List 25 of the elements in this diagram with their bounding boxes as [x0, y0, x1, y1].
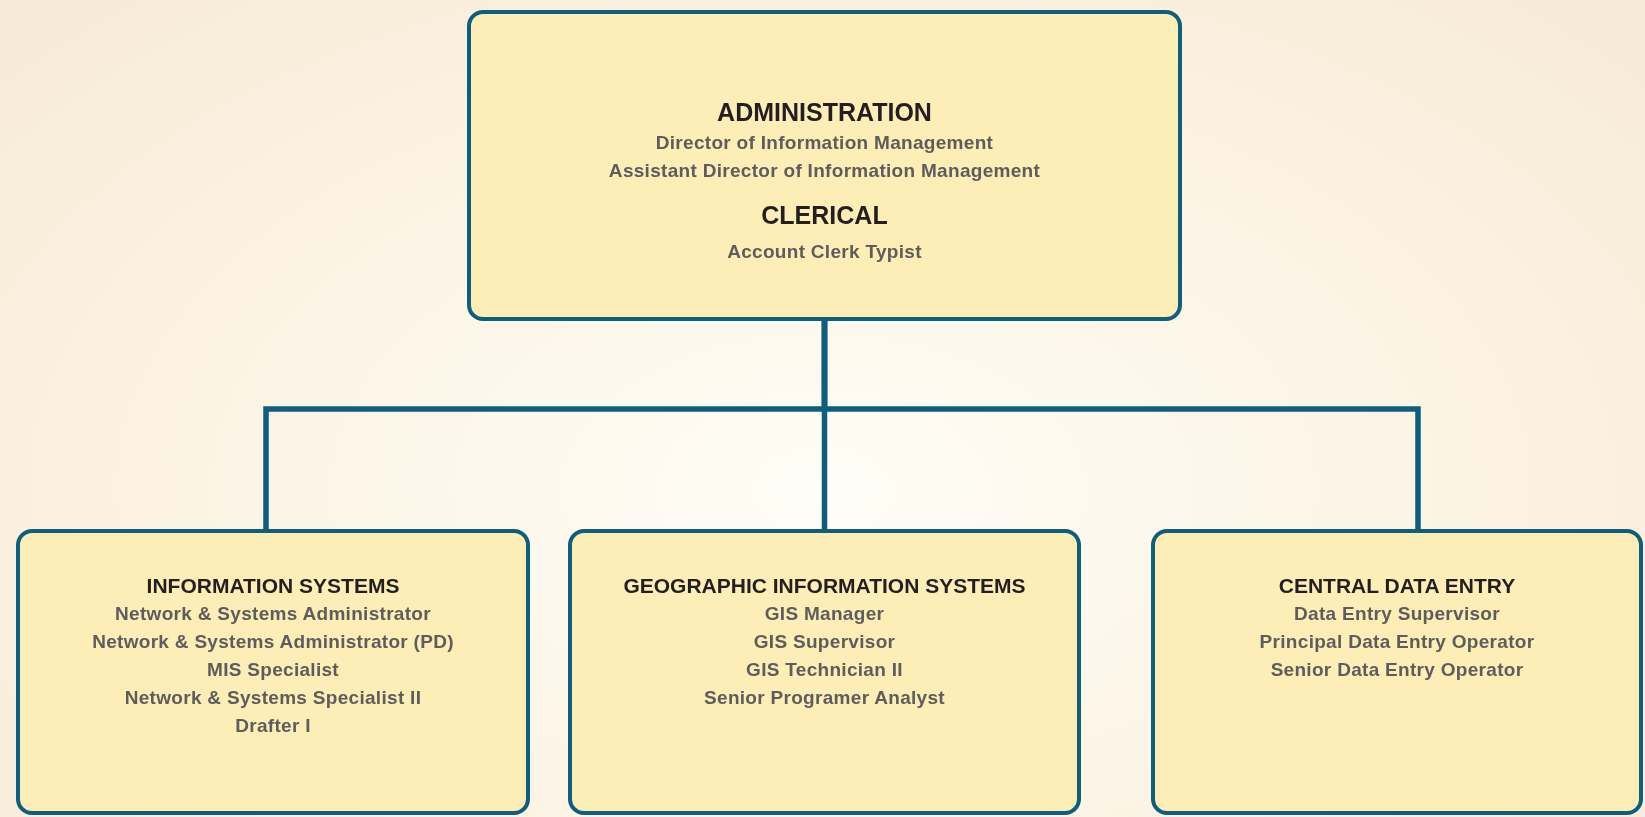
- department-heading: CLERICAL: [761, 200, 888, 231]
- department-box: [16, 529, 530, 815]
- job-title: Network & Systems Specialist II: [124, 686, 422, 710]
- connector-line: [821, 321, 1421, 529]
- department-box: [467, 10, 1182, 321]
- department-heading: GEOGRAPHIC INFORMATION SYSTEMS: [623, 573, 1026, 599]
- job-title: Assistant Director of Information Management: [608, 159, 1041, 183]
- job-title: MIS Specialist: [207, 658, 339, 682]
- department-heading: ADMINISTRATION: [717, 97, 932, 128]
- job-title: Principal Data Entry Operator: [1259, 630, 1535, 654]
- job-title: Data Entry Supervisor: [1294, 602, 1500, 626]
- job-title: Network & Systems Administrator: [115, 602, 431, 626]
- job-title: GIS Supervisor: [753, 630, 896, 654]
- department-heading: INFORMATION SYSTEMS: [146, 573, 400, 599]
- job-title: Network & Systems Administrator (PD): [92, 630, 454, 654]
- job-title: Senior Data Entry Operator: [1270, 658, 1524, 682]
- job-title: GIS Manager: [764, 602, 885, 626]
- job-title: Senior Programer Analyst: [704, 686, 945, 710]
- job-title: Director of Information Management: [655, 131, 994, 155]
- job-title: GIS Technician II: [746, 658, 903, 682]
- department-heading: CENTRAL DATA ENTRY: [1278, 573, 1516, 599]
- job-title: Drafter I: [235, 714, 311, 738]
- department-box: [568, 529, 1081, 815]
- department-box: [1151, 529, 1643, 815]
- job-title: Account Clerk Typist: [727, 240, 922, 264]
